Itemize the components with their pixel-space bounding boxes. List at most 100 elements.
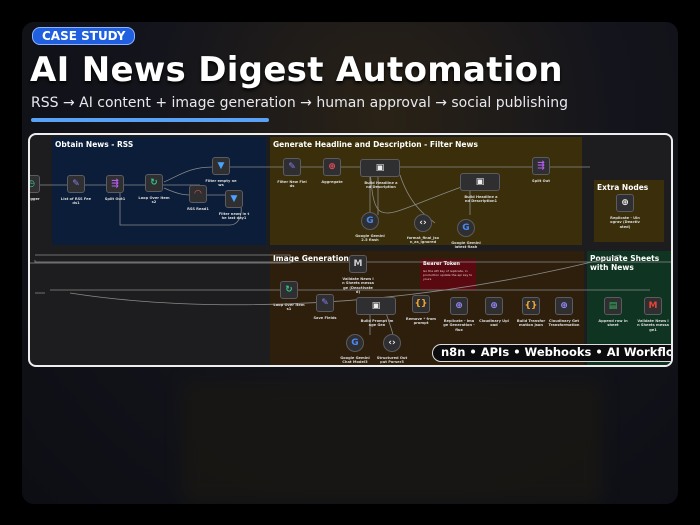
node-label: RSS Read1 xyxy=(187,207,209,211)
gmail-icon: M xyxy=(648,301,658,311)
node-label: Build Headline and Description1 xyxy=(464,195,498,204)
split-icon: ⇶ xyxy=(537,161,545,171)
pencil-icon: ✎ xyxy=(72,179,80,189)
robot-icon: ▣ xyxy=(371,301,381,311)
code-icon: ‹› xyxy=(388,338,396,348)
sticky-note-text: Go the API key of replicate, in producti… xyxy=(423,269,473,281)
globe-icon: ⊕ xyxy=(490,301,498,311)
title-underline xyxy=(31,118,269,122)
workflow-node[interactable]: ✎Filter New Fields xyxy=(277,158,307,188)
globe-icon: ⊕ xyxy=(560,301,568,311)
node-label: Replicate - Image Generation - flux xyxy=(443,319,475,332)
workflow-node[interactable]: ⊕ Cloudinary Upload xyxy=(479,297,509,327)
split-icon: ⇶ xyxy=(111,179,119,189)
loop-icon: ↻ xyxy=(150,178,158,188)
workflow-node[interactable]: ◷ r Trigger xyxy=(30,175,40,201)
google-icon: G xyxy=(366,216,374,226)
filter-icon: ▼ xyxy=(230,194,238,204)
group-title: Populate Sheets with News xyxy=(590,254,660,272)
sticky-note-title: Bearer Token xyxy=(423,261,460,267)
node-label: Remove * from prompt xyxy=(405,317,437,326)
workflow-node[interactable]: G Google Gemini Chat Model3 xyxy=(340,334,370,364)
workflow-node[interactable]: ↻ Loop Over Items1 xyxy=(273,281,305,311)
workflow-node[interactable]: M Validate News in Sheets message1 xyxy=(637,297,669,332)
workflow-node[interactable]: ▣ Build Headline and Description1 xyxy=(460,173,500,203)
workflow-node[interactable]: ⇶ Split Out1 xyxy=(105,175,125,201)
loop-icon: ↻ xyxy=(285,285,293,295)
node-label: Split Out xyxy=(532,179,550,183)
node-label: Validate News in Sheets message1 xyxy=(637,319,669,332)
node-label: Build Prompt Image Gen xyxy=(360,319,394,328)
node-label: Loop Over Items2 xyxy=(138,196,170,205)
node-label: Build Headline and Description xyxy=(364,181,398,190)
group-title: Image Generation xyxy=(273,254,349,263)
gmail-icon: M xyxy=(353,259,363,269)
workflow-node[interactable]: ⊕ Cloudinary Get Transformation xyxy=(549,297,579,327)
connection-wires xyxy=(30,166,671,336)
code-icon: ‹› xyxy=(419,218,427,228)
google-icon: G xyxy=(351,338,359,348)
node-label: Filter New Fields xyxy=(277,180,307,189)
workflow-node[interactable]: {} Build Transformation Json xyxy=(517,297,545,327)
workflow-node[interactable]: ⊕Replicate - Ulnograv (Deactivated) xyxy=(610,194,640,229)
node-label: Build Transformation Json xyxy=(516,319,546,328)
aggregate-icon: ⊕ xyxy=(328,162,336,172)
workflow-node[interactable]: ▤ Append row in sheet xyxy=(598,297,628,327)
node-label: Google Gemini 2.5 flash xyxy=(355,234,385,243)
node-label: r Trigger xyxy=(29,197,40,201)
node-label: Google Gemini latest flash xyxy=(451,241,481,250)
rss-icon: ◠ xyxy=(194,189,202,199)
node-label: Save Fields xyxy=(313,316,337,320)
workflow-node[interactable]: ‹› format_final_json_as_ignored xyxy=(407,214,439,244)
code-icon: {} xyxy=(524,301,538,311)
workflow-node[interactable]: ✎ Save Fields xyxy=(313,294,337,320)
sticky-note-bearer-token: Bearer Token Go the API key of replicate… xyxy=(420,259,476,290)
workflow-node[interactable]: G Google Gemini 2.5 flash xyxy=(355,212,385,242)
node-label: Aggregate xyxy=(321,180,343,184)
node-label: format_final_json_as_ignored xyxy=(407,236,440,245)
node-label: Google Gemini Chat Model3 xyxy=(340,356,370,365)
node-label: Split Out1 xyxy=(104,197,126,201)
group-title: Generate Headline and Description - Filt… xyxy=(273,140,478,149)
workflow-node[interactable]: {} Remove * from prompt xyxy=(406,295,436,325)
group-title: Obtain News - RSS xyxy=(55,140,134,149)
node-label: Structured Output Parser3 xyxy=(376,356,408,365)
sheets-icon: ▤ xyxy=(608,301,618,311)
workflow-node[interactable]: ⊕ Aggregate xyxy=(321,158,343,184)
workflow-node[interactable]: ▼ Filter empty news xyxy=(205,157,237,187)
node-label: Filter news in the last day1 xyxy=(218,212,250,221)
workflow-node[interactable]: G Google Gemini latest flash xyxy=(451,219,481,249)
node-label: Validate News in Sheets message (Deactiv… xyxy=(342,277,374,294)
robot-icon: ▣ xyxy=(475,177,485,187)
node-label: Loop Over Items1 xyxy=(273,303,305,312)
node-label: Filter empty news xyxy=(205,179,237,188)
tech-stack-pill: n8n • APIs • Webhooks • AI Workflow xyxy=(432,344,671,362)
workflow-node[interactable]: ✎ List of RSS Feeds1 xyxy=(61,175,91,205)
pencil-icon: ✎ xyxy=(321,298,329,308)
page-title: AI News Digest Automation xyxy=(30,50,563,90)
background-blur xyxy=(182,382,602,502)
case-study-badge: CASE STUDY xyxy=(32,27,136,45)
workflow-node[interactable]: M Validate News in Sheets message (Deacti… xyxy=(342,255,374,294)
workflow-node[interactable]: ▣ Build Prompt Image Gen xyxy=(356,297,396,327)
robot-icon: ▣ xyxy=(375,163,385,173)
group-title: Extra Nodes xyxy=(597,183,649,192)
node-label: List of RSS Feeds1 xyxy=(60,197,92,206)
node-label: Append row in sheet xyxy=(598,319,628,328)
workflow-node[interactable]: ▼ Filter news in the last day1 xyxy=(219,190,249,220)
node-label: Cloudinary Upload xyxy=(479,319,509,328)
globe-icon: ⊕ xyxy=(621,198,629,208)
code-icon: {} xyxy=(414,299,428,309)
clock-icon: ◷ xyxy=(30,179,35,189)
page-subtitle: RSS → AI content + image generation → hu… xyxy=(31,95,568,111)
google-icon: G xyxy=(462,223,470,233)
workflow-node[interactable]: ◠ RSS Read1 xyxy=(187,185,209,211)
workflow-node[interactable]: ‹› Structured Output Parser3 xyxy=(377,334,407,364)
workflow-node[interactable]: ⇶ Split Out xyxy=(532,157,550,183)
workflow-node[interactable]: ⊕ Replicate - Image Generation - flux xyxy=(443,297,475,332)
workflow-node[interactable]: ▣ Build Headline and Description xyxy=(360,159,400,189)
node-label: Cloudinary Get Transformation xyxy=(548,319,580,328)
workflow-node[interactable]: ↻ Loop Over Items2 xyxy=(138,174,170,204)
globe-icon: ⊕ xyxy=(455,301,463,311)
filter-icon: ▼ xyxy=(217,161,225,171)
